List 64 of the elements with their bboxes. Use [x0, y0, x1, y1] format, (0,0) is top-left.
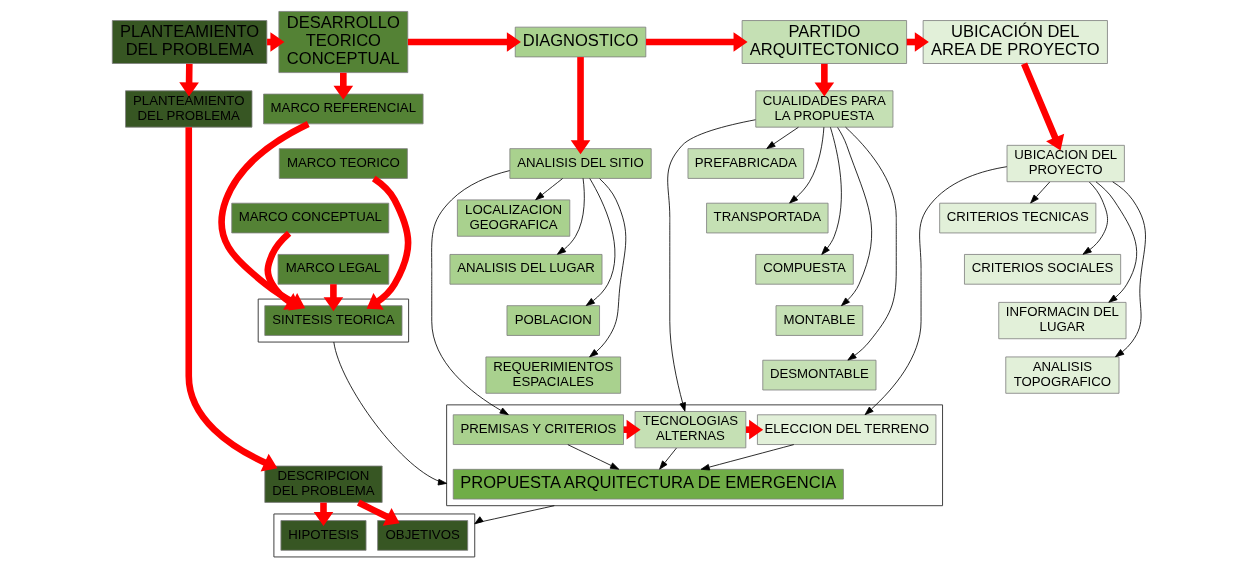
node-box: MARCO TEORICO	[278, 148, 408, 179]
node-box: CRITERIOS TECNICAS	[939, 202, 1097, 234]
arrow	[356, 499, 400, 526]
arrow	[1030, 181, 1051, 204]
node-box: DESCRIPCION DEL PROBLEMA	[264, 465, 383, 503]
node-box: PROPUESTA ARQUITECTURA DE EMERGENCIA	[452, 468, 844, 500]
arrow	[837, 127, 873, 307]
arrow	[1112, 181, 1146, 358]
node-box: SINTESIS TEORICA	[264, 305, 403, 336]
arrow	[659, 447, 677, 470]
arrow	[366, 175, 412, 310]
arrow	[845, 126, 897, 361]
arrow	[766, 126, 799, 149]
node-box: DESARROLLO TEORICO CONCEPTUAL	[278, 11, 409, 73]
arrow	[333, 341, 448, 486]
node-box: PARTIDO ARQUITECTONICO	[741, 20, 907, 64]
node-box: ANALISIS TOPOGRAFICO	[1005, 356, 1120, 394]
arrow	[1021, 62, 1065, 151]
arrow	[814, 63, 835, 97]
node-box: MARCO CONCEPTUAL	[231, 202, 390, 234]
node-box: COMPUESTA	[755, 254, 854, 285]
node-box: MONTABLE	[775, 305, 864, 336]
node-box: PLANTEAMIENTO DEL PROBLEMA	[125, 90, 253, 128]
node-box: ELECCION DEL TERRENO	[757, 414, 937, 445]
node-box: PREMISAS Y CRITERIOS	[452, 414, 624, 445]
node-box: REQUERIMIENTOS ESPACIALES	[485, 356, 622, 394]
node-box: DIAGNOSTICO	[514, 26, 647, 58]
node-box: DESMONTABLE	[762, 359, 877, 391]
arrow	[407, 32, 521, 52]
arrow	[1082, 181, 1108, 255]
node-box: MARCO REFERENCIAL	[263, 93, 424, 125]
node-box: UBICACION DEL PROYECTO	[1006, 144, 1125, 183]
node-box: POBLACION	[506, 305, 600, 336]
arrow	[567, 444, 620, 470]
arrow	[431, 170, 511, 416]
node-box: MARCO LEGAL	[277, 254, 390, 285]
node-box: TECNOLOGIAS ALTERNAS	[634, 411, 747, 449]
arrow	[474, 505, 555, 525]
arrow	[589, 178, 627, 358]
node-box: OBJETIVOS	[377, 520, 469, 551]
node-box: CUALIDADES PARA LA PROPUESTA	[755, 90, 894, 128]
arrow	[864, 166, 1008, 416]
node-box: TRANSPORTADA	[706, 202, 829, 234]
arrow	[185, 127, 278, 472]
arrow	[585, 178, 616, 306]
arrow	[1095, 181, 1138, 303]
arrow	[821, 126, 842, 255]
arrow	[179, 63, 199, 97]
arrow	[646, 32, 748, 52]
arrow	[570, 57, 591, 155]
arrow	[700, 444, 795, 471]
node-box: PLANTEAMIENTO DEL PROBLEMA	[111, 20, 268, 64]
arrow	[535, 178, 563, 201]
node-box: ANALISIS DEL LUGAR	[449, 254, 603, 285]
node-box: CRITERIOS SOCIALES	[964, 254, 1122, 285]
node-box: INFORMACIN DEL LUGAR	[998, 301, 1127, 340]
node-box: HIPOTESIS	[280, 520, 367, 551]
node-box: LOCALIZACION GEOGRAFICA	[456, 199, 571, 237]
node-box: UBICACIÓN DEL AREA DE PROYECTO	[922, 20, 1108, 64]
arrow	[667, 119, 756, 412]
arrow	[789, 126, 825, 204]
arrow	[557, 178, 585, 255]
node-box: ANALISIS DEL SITIO	[509, 148, 652, 179]
node-box: PREFABRICADA	[687, 148, 805, 179]
